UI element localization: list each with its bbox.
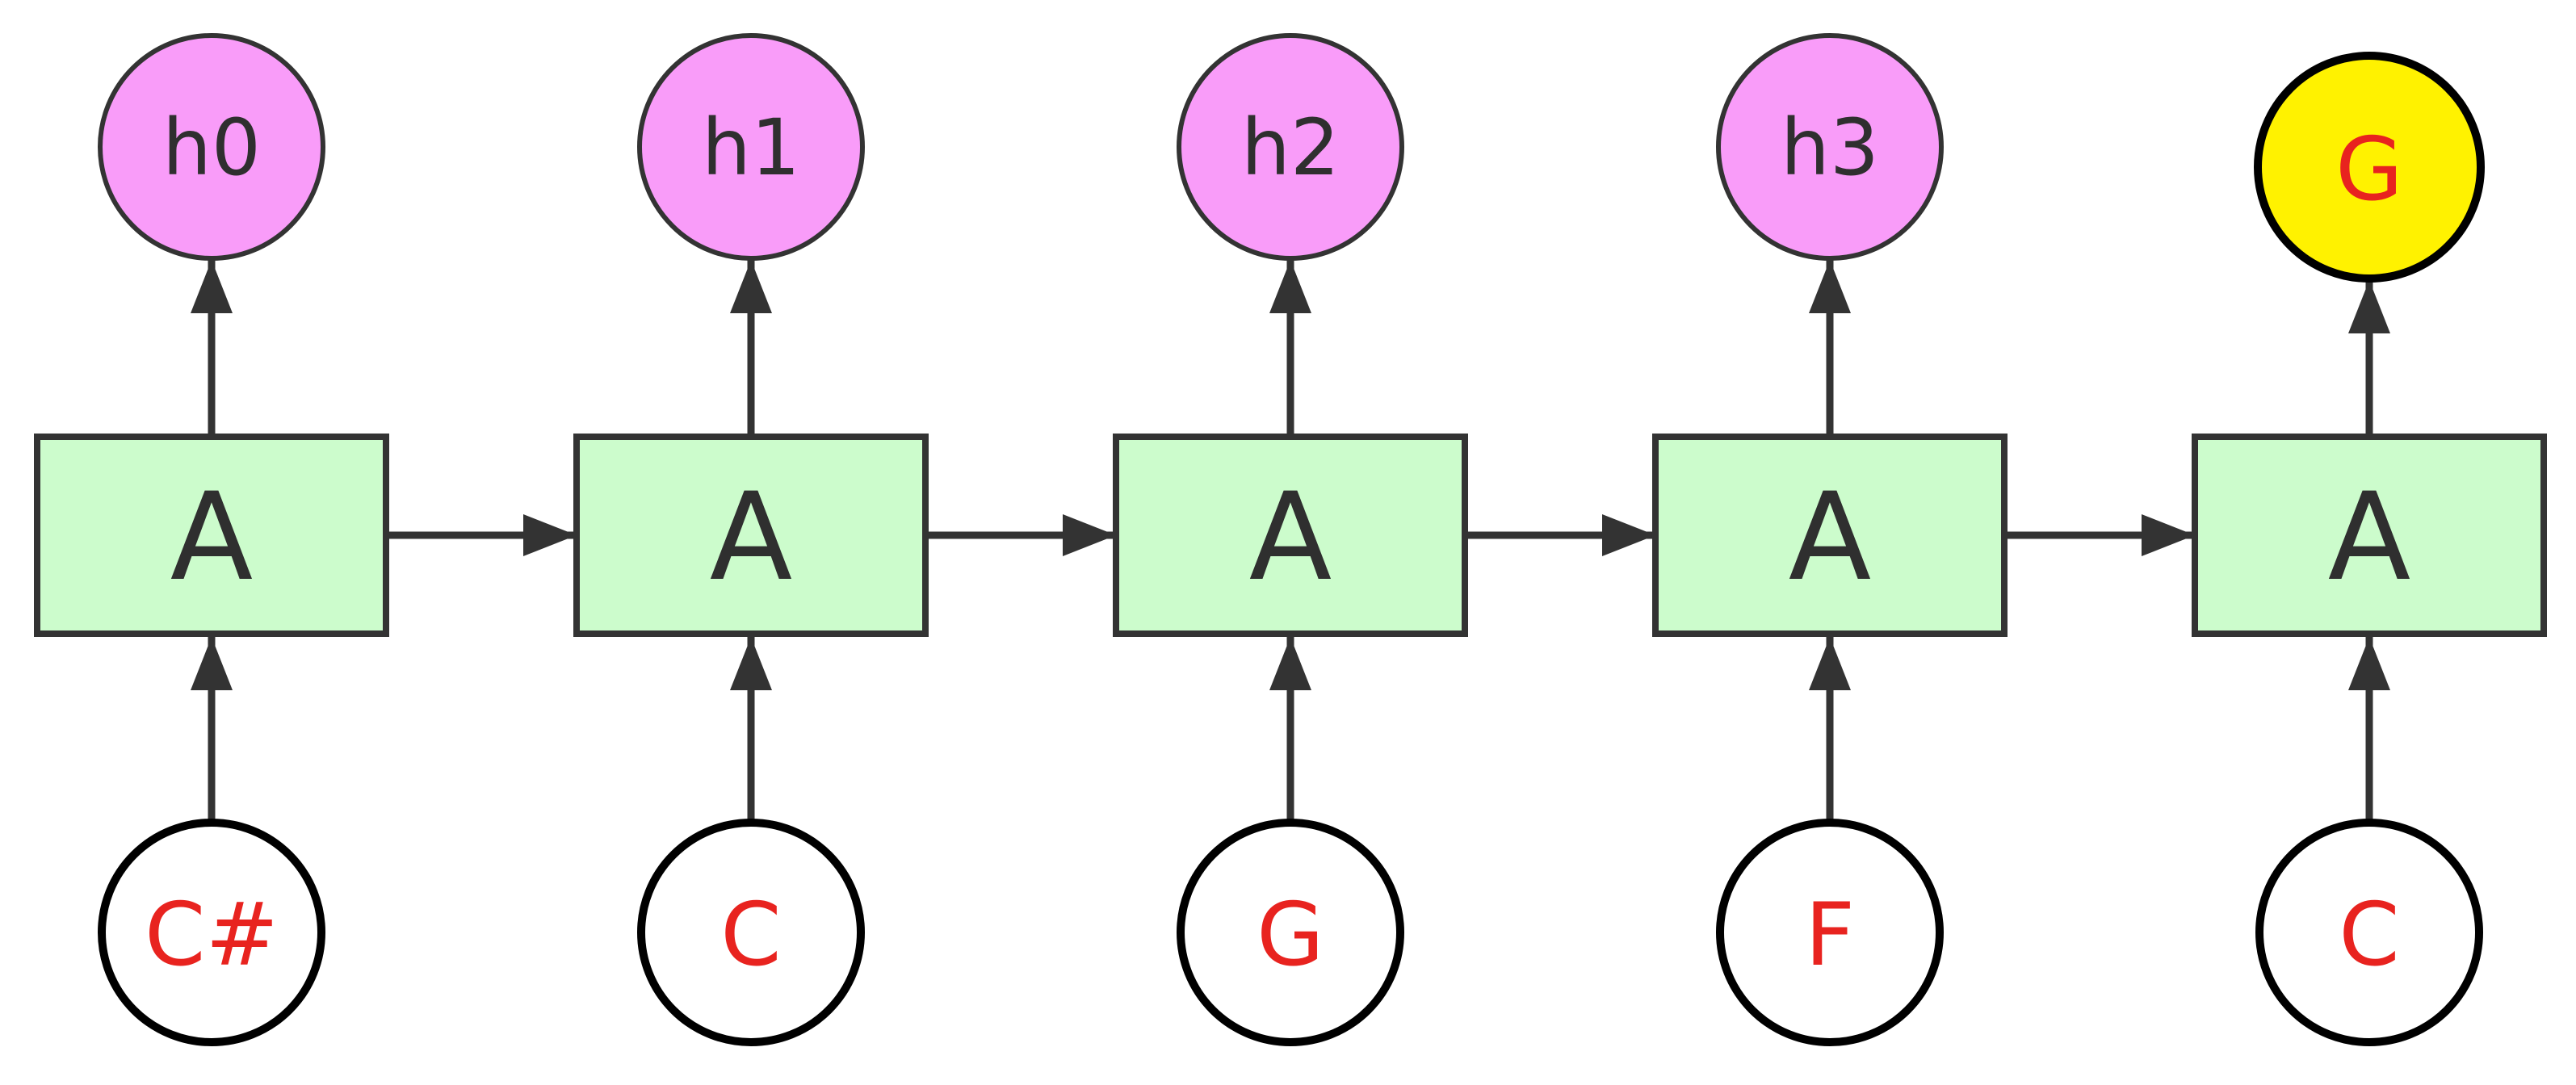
cell-box [2192,434,2547,637]
cell-box [34,434,389,637]
recurrent-arrow-2-head [1602,514,1655,556]
input-arrow-0-head [191,637,233,690]
cell-label: A [2328,467,2411,608]
cell-label: A [170,467,254,608]
rnn-cell-2: A [1113,434,1468,637]
input-circle [1177,819,1404,1046]
input-note-1: C [637,819,865,1046]
rnn-cell-0: A [34,434,389,637]
arrows-layer [191,260,2390,823]
output-arrow-head [2348,280,2390,333]
hidden-arrow-3-head [1809,260,1851,313]
input-note-label: F [1805,885,1855,986]
input-note-4: C [2255,819,2483,1046]
cell-label: A [1789,467,1872,608]
hidden-state-label: h0 [162,103,261,193]
input-note-label: C [720,885,781,986]
input-note-3: F [1716,819,1944,1046]
hidden-circle [1716,33,1944,261]
input-circle [2255,819,2483,1046]
cell-box [1652,434,2008,637]
hidden-circle [1177,33,1404,261]
recurrent-arrow-0-head [523,514,577,556]
hidden-state-0: h0 [98,33,325,261]
output-note: G [2254,52,2485,283]
hidden-state-2: h2 [1177,33,1404,261]
input-circle [637,819,865,1046]
hidden-circle [637,33,865,261]
hidden-state-label: h2 [1241,103,1340,193]
rnn-cell-3: A [1652,434,2008,637]
hidden-arrow-0-head [191,260,233,313]
hidden-state-label: h1 [702,103,800,193]
input-circle [1716,819,1944,1046]
hidden-circle [98,33,325,261]
hidden-state-label: h3 [1781,103,1879,193]
input-note-label: G [1257,885,1324,986]
cell-box [1113,434,1468,637]
rnn-cell-1: A [573,434,929,637]
output-note-label: G [2335,119,2403,220]
cell-label: A [710,467,793,608]
cell-label: A [1249,467,1332,608]
input-circle [98,819,325,1046]
recurrent-arrow-3-head [2142,514,2195,556]
input-arrow-1-head [730,637,772,690]
input-note-0: C# [98,819,325,1046]
hidden-arrow-1-head [730,260,772,313]
hidden-state-3: h3 [1716,33,1944,261]
rnn-cell-4: A [2192,434,2547,637]
input-note-label: C# [145,885,279,986]
output-circle [2254,52,2485,283]
recurrent-arrow-1-head [1063,514,1116,556]
input-note-2: G [1177,819,1404,1046]
input-arrow-4-head [2348,637,2390,690]
input-arrow-3-head [1809,637,1851,690]
cell-box [573,434,929,637]
hidden-arrow-2-head [1269,260,1311,313]
input-note-label: C [2339,885,2399,986]
hidden-state-1: h1 [637,33,865,261]
input-arrow-2-head [1269,637,1311,690]
